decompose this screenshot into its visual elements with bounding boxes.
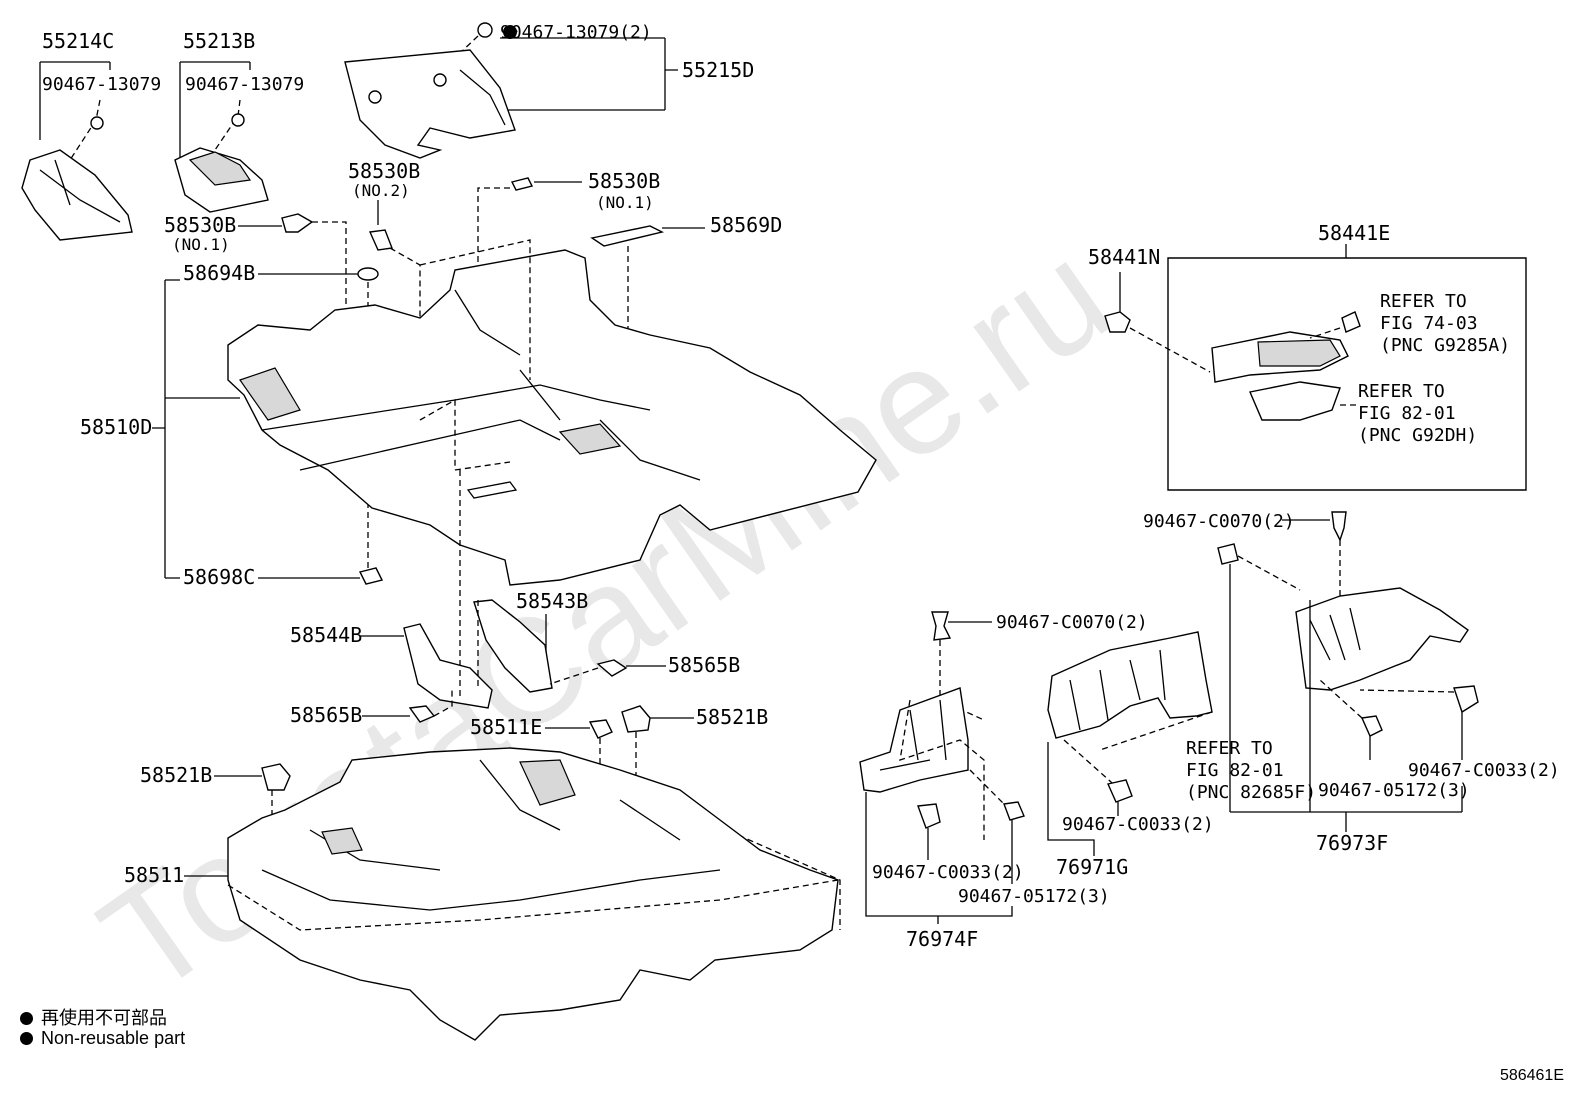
label-90467-C0033-center[interactable]: 90467-C0033(2) bbox=[1062, 814, 1214, 835]
clip-90467-C0033-center bbox=[1107, 779, 1133, 803]
inner-panel-58441E bbox=[1249, 381, 1341, 421]
label-58569D[interactable]: 58569D bbox=[710, 213, 782, 237]
label-76973F[interactable]: 76973F bbox=[1316, 831, 1388, 855]
floor-carpet-58510D bbox=[227, 249, 877, 586]
label-58521B-right[interactable]: 58521B bbox=[696, 705, 768, 729]
label-58511[interactable]: 58511 bbox=[124, 863, 184, 887]
label-no1-top: (NO.1) bbox=[596, 193, 654, 212]
non-reusable-dot-icon bbox=[20, 1012, 33, 1025]
label-58441E[interactable]: 58441E bbox=[1318, 221, 1390, 245]
label-58694B[interactable]: 58694B bbox=[183, 261, 255, 285]
label-90467-05172-right[interactable]: 90467-05172(3) bbox=[1318, 780, 1470, 801]
screw-58530B-no1-left bbox=[281, 213, 314, 233]
legend-en-text: Non-reusable part bbox=[41, 1028, 186, 1048]
screw-58530B-no1-top bbox=[510, 177, 534, 191]
cover-55215D bbox=[344, 49, 516, 159]
label-90467-C0070-middle[interactable]: 90467-C0070(2) bbox=[996, 612, 1148, 633]
label-58544B[interactable]: 58544B bbox=[290, 623, 362, 647]
trim-76971G bbox=[1047, 631, 1213, 739]
refer-82-01-a-line1[interactable]: REFER TO bbox=[1358, 381, 1445, 402]
clip-90467-05172-right bbox=[1360, 715, 1383, 737]
clip-58441N bbox=[1104, 311, 1131, 333]
clip-58565B-right bbox=[596, 659, 628, 677]
label-58530B-no2[interactable]: 58530B bbox=[348, 159, 420, 183]
part-58569D bbox=[590, 225, 665, 247]
clip-90467-C0033-right bbox=[1453, 685, 1479, 714]
label-55215D[interactable]: 55215D bbox=[682, 58, 754, 82]
clip-90467-C0070-middle bbox=[931, 611, 952, 641]
clip-90467-C0070-right bbox=[1331, 511, 1347, 542]
label-55213B[interactable]: 55213B bbox=[183, 29, 255, 53]
label-90467-13079-a[interactable]: 90467-13079 bbox=[42, 74, 161, 95]
refer-74-03-line2[interactable]: FIG 74-03 bbox=[1380, 313, 1478, 334]
refer-82-01-b-line2[interactable]: FIG 82-01 bbox=[1186, 760, 1284, 781]
label-58698C[interactable]: 58698C bbox=[183, 565, 255, 589]
label-76974F[interactable]: 76974F bbox=[906, 927, 978, 951]
refer-82-01-b-line3[interactable]: (PNC 82685F) bbox=[1186, 782, 1316, 803]
trim-76974F bbox=[859, 687, 969, 793]
label-58510D[interactable]: 58510D bbox=[80, 415, 152, 439]
label-58565B-right[interactable]: 58565B bbox=[668, 653, 740, 677]
label-58530B-no1-left[interactable]: 58530B bbox=[164, 213, 236, 237]
refer-82-01-a-line2[interactable]: FIG 82-01 bbox=[1358, 403, 1456, 424]
refer-74-03-line1[interactable]: REFER TO bbox=[1380, 291, 1467, 312]
legend-cn: 再使用不可部品 bbox=[20, 1004, 167, 1030]
clip-58511E bbox=[588, 719, 613, 739]
cover-55214C bbox=[21, 149, 133, 241]
legend-en: Non-reusable part bbox=[20, 1028, 185, 1049]
screw-58530B-no2 bbox=[368, 229, 393, 251]
floor-carpet-58511 bbox=[227, 747, 839, 1041]
label-90467-05172-middle[interactable]: 90467-05172(3) bbox=[958, 886, 1110, 907]
label-58511E[interactable]: 58511E bbox=[470, 715, 542, 739]
label-90467-13079-2[interactable]: 90467-13079(2) bbox=[500, 22, 652, 43]
group-box-58441E bbox=[1167, 257, 1527, 491]
refer-82-01-b-line1[interactable]: REFER TO bbox=[1186, 738, 1273, 759]
label-76971G[interactable]: 76971G bbox=[1056, 855, 1128, 879]
clip-58698C bbox=[358, 567, 384, 585]
bracket-58543B bbox=[473, 599, 553, 693]
clip-58521B-left bbox=[261, 763, 291, 791]
non-reusable-dot-icon bbox=[20, 1032, 33, 1045]
label-58521B-left[interactable]: 58521B bbox=[140, 763, 212, 787]
label-58441N[interactable]: 58441N bbox=[1088, 245, 1160, 269]
clip-58521B-right bbox=[621, 705, 651, 733]
label-90467-C0033-middle[interactable]: 90467-C0033(2) bbox=[872, 862, 1024, 883]
label-58530B-no1-top[interactable]: 58530B bbox=[588, 169, 660, 193]
label-90467-13079-b[interactable]: 90467-13079 bbox=[185, 74, 304, 95]
label-58565B-left[interactable]: 58565B bbox=[290, 703, 362, 727]
non-reusable-dot-icon bbox=[503, 25, 517, 39]
label-90467-C0070-right[interactable]: 90467-C0070(2) bbox=[1143, 511, 1295, 532]
legend-cn-text: 再使用不可部品 bbox=[41, 1008, 167, 1028]
bracket-58544B bbox=[403, 623, 493, 709]
label-no2: (NO.2) bbox=[352, 181, 410, 200]
clip-90467-C0033-middle bbox=[917, 803, 941, 829]
clip-90467-05172-middle bbox=[1003, 801, 1025, 821]
label-no1-left: (NO.1) bbox=[172, 235, 230, 254]
refer-74-03-line3[interactable]: (PNC G9285A) bbox=[1380, 335, 1510, 356]
label-58543B[interactable]: 58543B bbox=[516, 589, 588, 613]
figure-id: 586461E bbox=[1499, 1067, 1564, 1084]
label-55214C[interactable]: 55214C bbox=[42, 29, 114, 53]
trim-76973F bbox=[1295, 587, 1469, 691]
clip-58694B bbox=[357, 267, 379, 281]
refer-82-01-a-line3[interactable]: (PNC G92DH) bbox=[1358, 425, 1477, 446]
label-90467-C0033-right[interactable]: 90467-C0033(2) bbox=[1408, 760, 1560, 781]
